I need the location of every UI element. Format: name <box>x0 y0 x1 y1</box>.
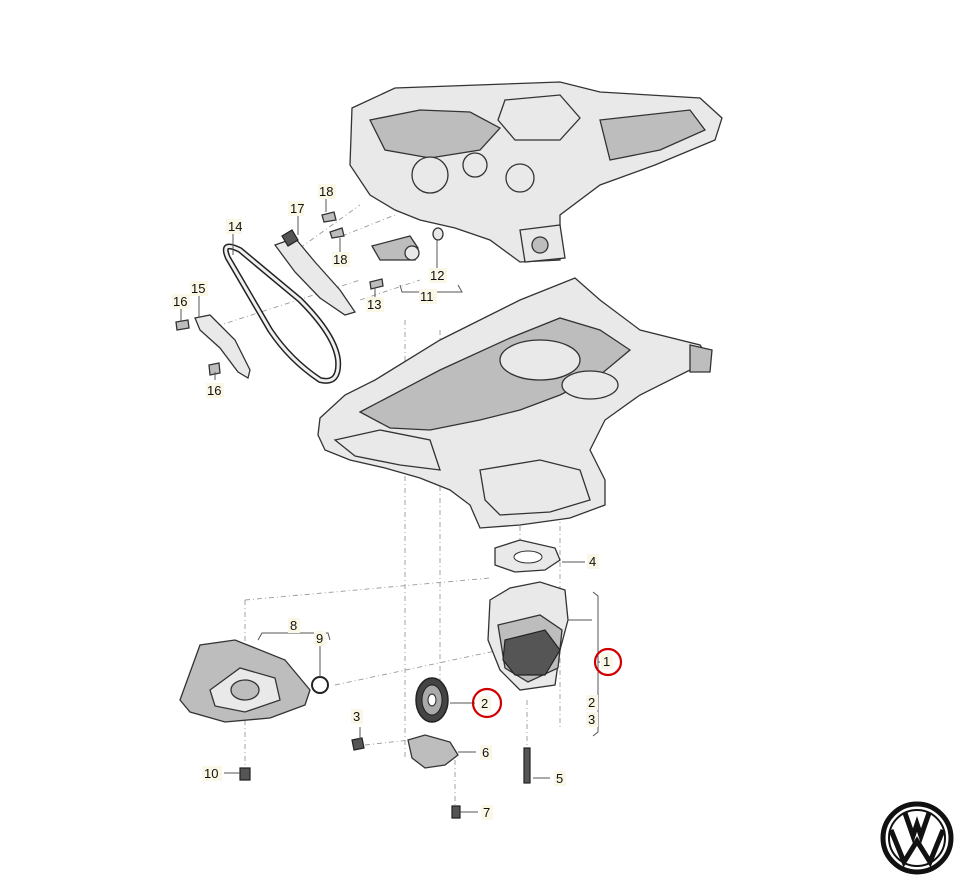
svg-text:18: 18 <box>319 184 333 199</box>
oil-baffle-8 <box>179 639 311 723</box>
label-3: 3 <box>351 709 363 724</box>
svg-text:2: 2 <box>481 696 488 711</box>
label-12: 12 <box>429 268 447 283</box>
svg-text:7: 7 <box>483 805 490 820</box>
chain-tensioner-rail <box>273 237 357 316</box>
svg-text:12: 12 <box>430 268 444 283</box>
svg-text:9: 9 <box>316 631 323 646</box>
label-10: 10 <box>202 766 222 781</box>
leader-lines <box>180 197 600 813</box>
label-17: 17 <box>288 201 304 216</box>
svg-text:10: 10 <box>204 766 218 781</box>
o-ring-12 <box>432 227 444 241</box>
svg-text:2: 2 <box>588 695 595 710</box>
svg-text:15: 15 <box>191 281 205 296</box>
svg-text:3: 3 <box>588 712 595 727</box>
camshaft-adjuster-valve <box>371 235 420 261</box>
gasket-4 <box>494 539 561 573</box>
svg-text:16: 16 <box>207 383 221 398</box>
svg-text:16: 16 <box>173 294 187 309</box>
pump-cover-6 <box>407 734 459 769</box>
svg-text:14: 14 <box>228 219 242 234</box>
svg-text:13: 13 <box>367 297 381 312</box>
svg-text:11: 11 <box>420 289 434 304</box>
label-11: 11 <box>419 289 437 304</box>
label-8: 8 <box>288 618 300 633</box>
label-15: 15 <box>190 281 208 296</box>
label-16b: 16 <box>206 383 224 398</box>
highlight-circle-1 <box>593 647 623 677</box>
label-18b: 18 <box>332 252 350 267</box>
svg-text:18: 18 <box>333 252 347 267</box>
label-6: 6 <box>480 745 492 760</box>
svg-text:5: 5 <box>556 771 563 786</box>
highlight-circle-2 <box>471 687 503 719</box>
oil-pump-1 <box>487 581 569 691</box>
label-9: 9 <box>314 631 326 646</box>
label-1: 1 <box>601 654 613 669</box>
svg-text:1: 1 <box>603 654 610 669</box>
bolts-bottom <box>239 737 531 819</box>
svg-text:17: 17 <box>290 201 304 216</box>
chain-guide-rail <box>194 314 251 380</box>
sprocket-2 <box>415 677 449 723</box>
part-labels: 14 17 18 18 12 11 13 15 <box>172 184 613 820</box>
label-3-right: 3 <box>586 712 598 727</box>
svg-text:6: 6 <box>482 745 489 760</box>
small-bolts <box>175 211 384 376</box>
label-5: 5 <box>554 771 566 786</box>
engine-block <box>349 81 723 263</box>
label-18a: 18 <box>318 184 336 199</box>
label-13: 13 <box>366 297 384 312</box>
oil-pan <box>317 277 713 529</box>
svg-text:3: 3 <box>353 709 360 724</box>
svg-text:4: 4 <box>589 554 596 569</box>
label-7: 7 <box>481 805 493 820</box>
svg-text:8: 8 <box>290 618 297 633</box>
label-2: 2 <box>479 696 491 711</box>
o-ring-9 <box>311 676 329 694</box>
label-14: 14 <box>226 219 242 234</box>
label-4: 4 <box>587 554 599 569</box>
vw-logo-icon <box>880 801 954 875</box>
label-16a: 16 <box>172 294 190 309</box>
label-2-right: 2 <box>586 695 598 710</box>
